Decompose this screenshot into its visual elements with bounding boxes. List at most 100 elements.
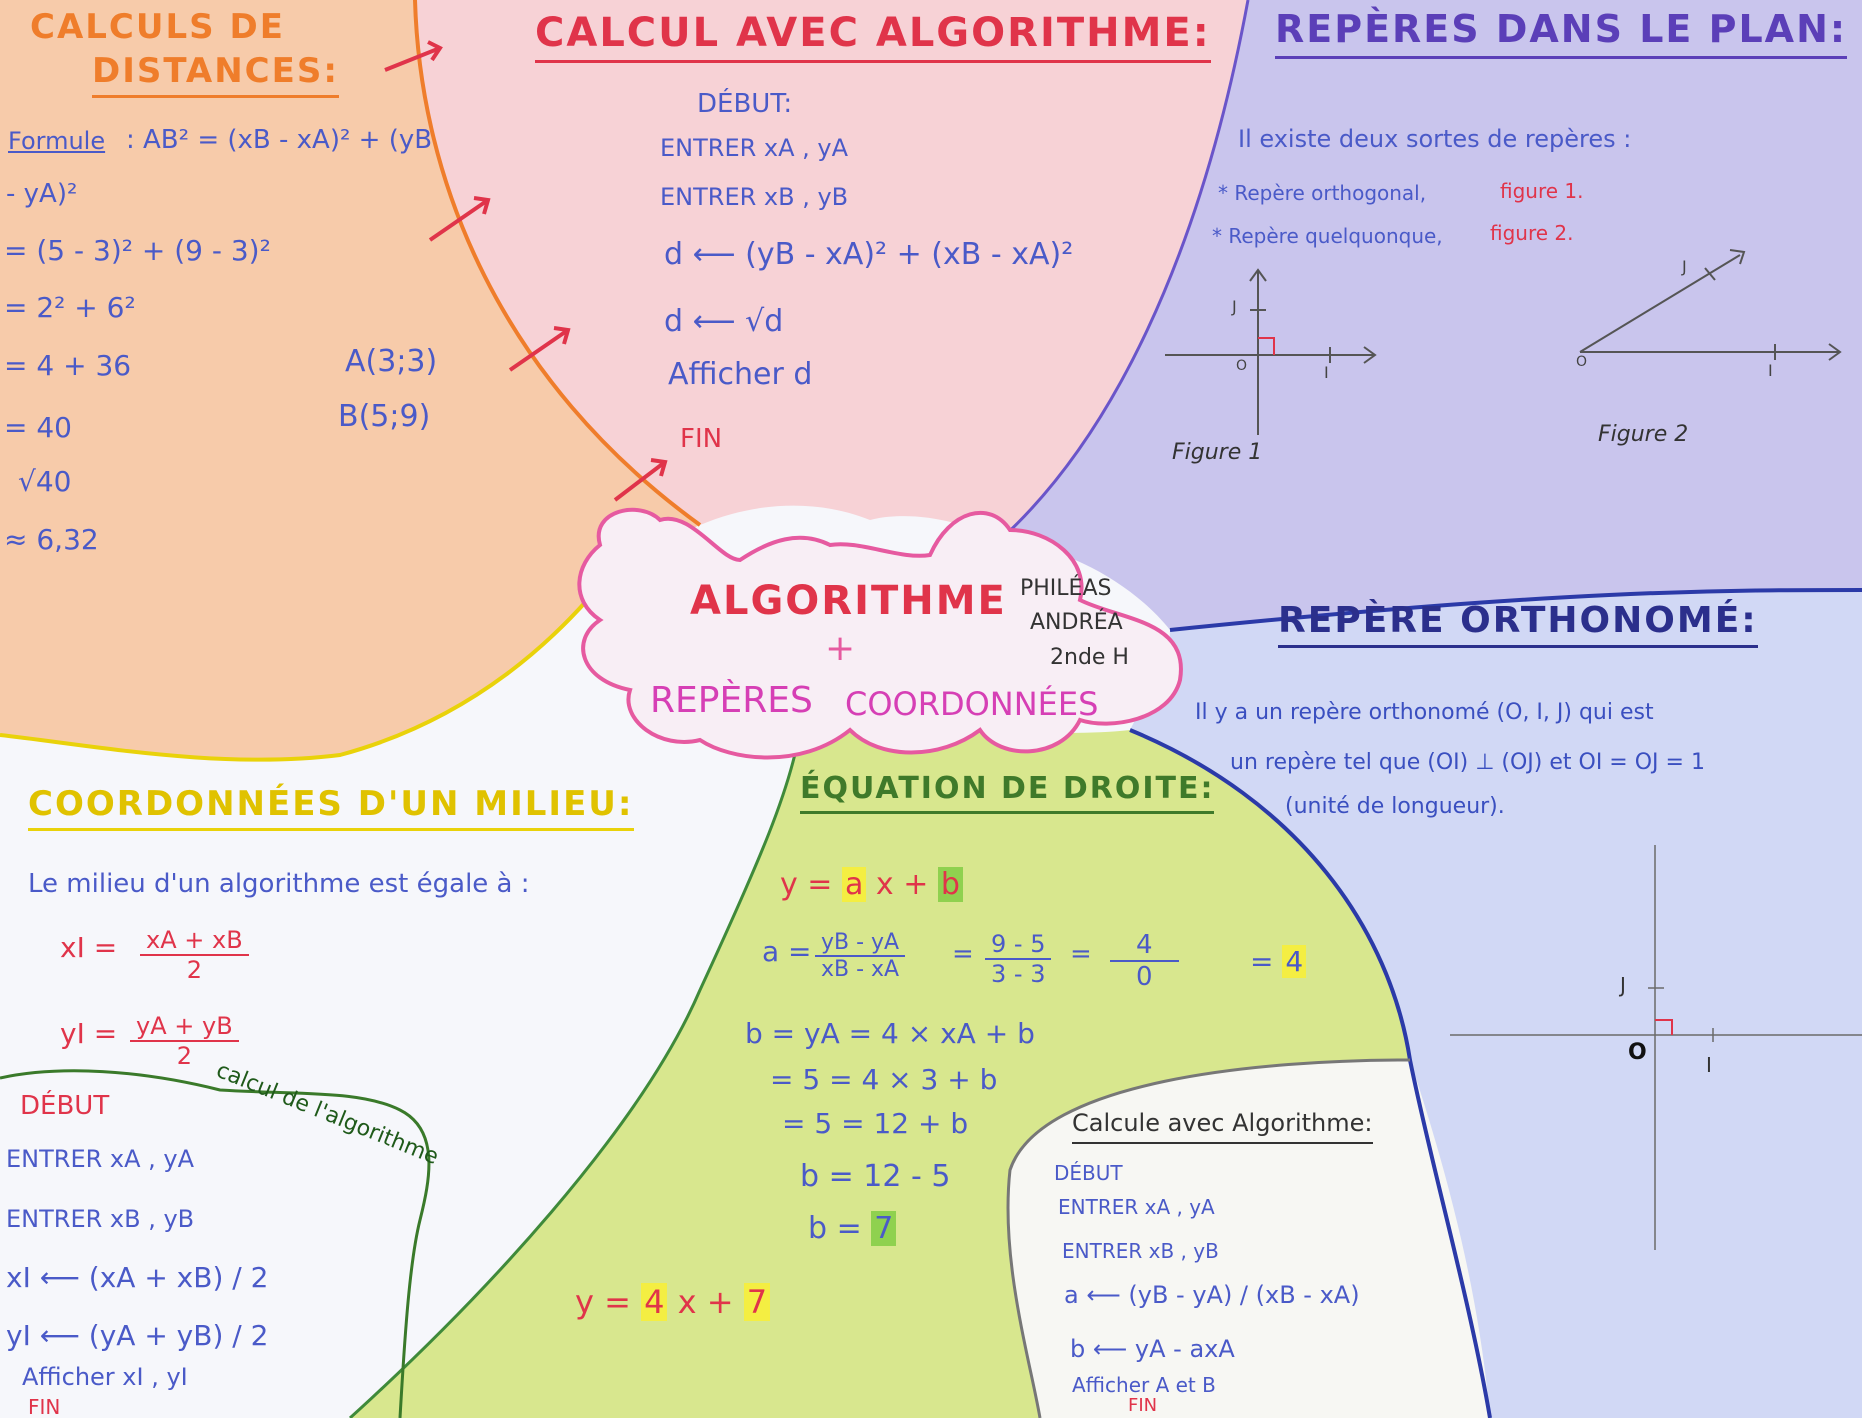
droite-a-fraction-1: yB - yA xB - xA [815, 930, 906, 982]
droite-a-eq2: = [1070, 939, 1092, 969]
droite-b-result-lhs: b = [808, 1211, 862, 1246]
distances-line: = (5 - 3)² + (9 - 3)² [4, 234, 271, 267]
algo-line: DÉBUT: [697, 89, 793, 119]
milieu-yi-den: 2 [176, 1042, 192, 1070]
droite-a-num2: 9 - 5 [985, 930, 1052, 960]
yellow-boundary [0, 558, 622, 762]
center-subtitle-left: REPÈRES [650, 680, 813, 721]
purple-boundary [998, 0, 1250, 542]
droite-final-a: 4 [641, 1283, 668, 1321]
droite-b-result: b = 7 [808, 1211, 897, 1247]
reperes-title: REPÈRES DANS LE PLAN: [1275, 7, 1848, 59]
center-author2: ANDRÉA [1030, 610, 1123, 635]
reperes-fig2-i: I [1768, 361, 1773, 380]
orthonorme-line1: Il y a un repère orthonomé (O, I, J) qui… [1195, 700, 1654, 725]
droite-eq-b: b [937, 867, 963, 902]
algo2-title: Calcule avec Algorithme: [1072, 1109, 1373, 1144]
distances-point-a: A(3;3) [345, 344, 438, 379]
algo2-region [1007, 1060, 1490, 1418]
gray-boundary [1006, 1058, 1411, 1418]
distances-line: ≈ 6,32 [4, 523, 99, 556]
center-subtitle-right: COORDONNÉES [845, 685, 1099, 723]
orange-region [0, 0, 700, 760]
droite-eq-a: a [841, 867, 867, 902]
droite-a-result-value: 4 [1282, 945, 1307, 978]
reperes-fig1-o: O [1236, 358, 1248, 374]
algo2-line: FIN [1128, 1395, 1158, 1416]
algo-line: d ⟵ (yB - xA)² + (xB - xA)² [664, 237, 1074, 272]
algo2-line: Afficher A et B [1072, 1373, 1216, 1397]
droite-eq-x: x + [875, 867, 929, 902]
orthonorme-line2: un repère tel que (OI) ⊥ (OJ) et OI = OJ… [1230, 750, 1705, 775]
pink-region [415, 0, 1248, 540]
milieu-xi-lhs: xI = [60, 931, 118, 964]
center-plus: + [825, 628, 856, 669]
milieu-line: FIN [28, 1395, 61, 1418]
orthonorme-o: O [1628, 1040, 1647, 1065]
figure2-axes [1579, 249, 1842, 361]
center-title: ALGORITHME [690, 578, 1007, 624]
milieu-title: COORDONNÉES D'UN MILIEU: [28, 784, 634, 832]
droite-a-result-eq: = [1250, 945, 1274, 978]
center-cloud [577, 507, 1183, 760]
droite-a-result: = 4 [1250, 945, 1307, 978]
milieu-yi-lhs: yI = [60, 1017, 118, 1050]
milieu-xi-num: xA + xB [140, 926, 249, 956]
droite-b-line: b = 12 - 5 [800, 1159, 951, 1194]
milieu-line: xI ⟵ (xA + xB) / 2 [6, 1261, 269, 1294]
reperes-fig1-label: Figure 1 [1172, 440, 1263, 465]
droite-b-line: = 5 = 4 × 3 + b [770, 1063, 998, 1096]
milieu-algo-outline [0, 1069, 431, 1418]
algo2-line: ENTRER xA , yA [1058, 1195, 1215, 1219]
droite-eq-y: y = [780, 867, 833, 902]
droite-a-eq: = [952, 939, 974, 969]
orthonorme-axes [1450, 845, 1862, 1250]
droite-b-line: b = yA = 4 × xA + b [745, 1017, 1035, 1050]
reperes-item1-ref: figure 1. [1500, 179, 1584, 203]
reperes-item1: * Repère orthogonal, [1218, 181, 1427, 205]
distances-line: : AB² = (xB - xA)² + (yB [126, 125, 433, 155]
algo-line: Afficher d [668, 357, 813, 392]
distances-line: √40 [18, 465, 72, 498]
droite-title: ÉQUATION DE DROITE: [800, 771, 1215, 814]
purple-region [1000, 0, 1862, 630]
milieu-line: DÉBUT [20, 1091, 110, 1121]
reperes-fig2-label: Figure 2 [1598, 422, 1689, 447]
droite-a-den3: 0 [1136, 962, 1153, 992]
orthonorme-title: REPÈRE ORTHONOMÉ: [1278, 600, 1758, 649]
droite-a-den: xB - xA [821, 957, 900, 982]
algo-line: d ⟵ √d [664, 304, 784, 339]
algo2-line: b ⟵ yA - axA [1070, 1335, 1235, 1363]
reperes-fig2-j: J [1682, 257, 1687, 276]
algo-line: FIN [680, 424, 723, 454]
distances-line: - yA)² [6, 179, 78, 209]
milieu-yi-fraction: yA + yB 2 [130, 1012, 239, 1070]
droite-final-eq: y = 4 x + 7 [575, 1283, 771, 1321]
droite-a-lhs: a = [762, 935, 812, 968]
algo-title: CALCUL AVEC ALGORITHME: [535, 10, 1211, 63]
orthonorme-j: J [1620, 973, 1626, 997]
reperes-fig1-j: J [1232, 297, 1237, 316]
green-boundary [348, 729, 802, 1418]
blue-region [1130, 590, 1862, 1418]
milieu-line: ENTRER xB , yB [6, 1205, 195, 1233]
distances-point-b: B(5;9) [338, 399, 431, 434]
center-author1: PHILÉAS [1020, 576, 1112, 601]
arrow-group [384, 40, 668, 502]
droite-a-num: yB - yA [815, 930, 906, 957]
reperes-item2-ref: figure 2. [1490, 221, 1574, 245]
algo-line: ENTRER xA , yA [660, 134, 849, 162]
milieu-xi-den: 2 [186, 956, 202, 984]
orange-boundary [413, 0, 702, 527]
figure1-axes [1165, 268, 1377, 435]
droite-a-fraction-3: 4 0 [1110, 930, 1179, 992]
droite-final-b: 7 [743, 1283, 771, 1321]
milieu-line: Afficher xI , yI [22, 1363, 188, 1391]
distances-line: = 40 [4, 411, 72, 444]
green-region [350, 727, 1410, 1418]
droite-a-num3: 4 [1110, 930, 1179, 962]
droite-a-fraction-2: 9 - 5 3 - 3 [985, 930, 1052, 988]
reperes-intro: Il existe deux sortes de repères : [1238, 125, 1632, 153]
